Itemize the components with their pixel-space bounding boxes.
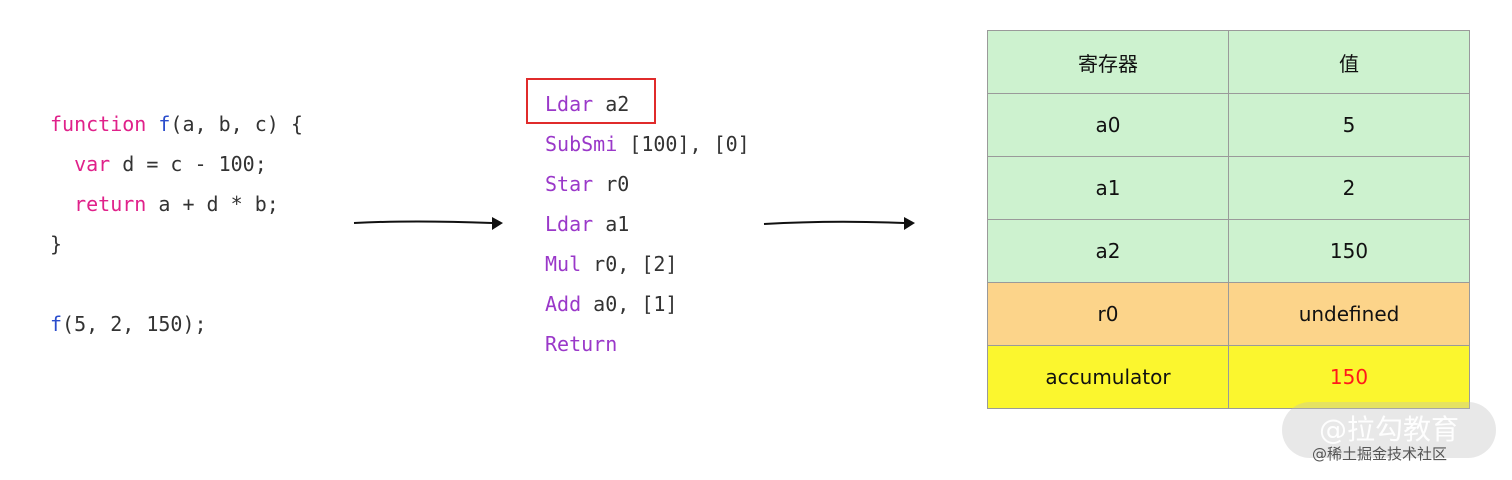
source-token: d = c - 100; (110, 152, 267, 176)
bytecode-token: Return (545, 332, 618, 356)
source-token (50, 152, 74, 176)
source-token: var (74, 152, 111, 176)
bytecode-token: Ldar (545, 92, 594, 116)
bytecode-token: Star (545, 172, 594, 196)
bytecode-token: a2 (593, 92, 630, 116)
bytecode-line: Mul r0, [2] (545, 251, 677, 277)
bytecode-line: Add a0, [1] (545, 291, 677, 317)
source-line: } (50, 231, 62, 257)
register-value-cell: 5 (1228, 93, 1470, 157)
bytecode-line: Ldar a1 (545, 211, 629, 237)
bytecode-token: Ldar (545, 212, 594, 236)
current-instruction-highlight (526, 78, 656, 124)
source-token: return (74, 192, 147, 216)
bytecode-token: Add (545, 292, 582, 316)
source-token: f (158, 112, 171, 136)
bytecode-line: Ldar a2 (545, 91, 629, 117)
bytecode-token: a1 (593, 212, 630, 236)
arrow-to-registers (763, 217, 915, 230)
arrow-to-bytecode (353, 217, 503, 230)
source-token (146, 112, 158, 136)
source-line: return a + d * b; (50, 191, 279, 217)
bytecode-token: SubSmi (545, 132, 618, 156)
bytecode-token: r0 (593, 172, 630, 196)
register-name-cell: accumulator (987, 345, 1229, 409)
bytecode-line: Star r0 (545, 171, 629, 197)
register-table-header: 寄存器 值 (987, 30, 1470, 94)
register-name-cell: a2 (987, 219, 1229, 283)
register-value-cell: undefined (1228, 282, 1470, 346)
bytecode-line: Return (545, 331, 617, 357)
source-line: var d = c - 100; (50, 151, 267, 177)
watermark-badge: @拉勾教育 (1282, 402, 1496, 458)
source-token (50, 192, 74, 216)
source-line: function f(a, b, c) { (50, 111, 303, 137)
source-token: (a, b, c) { (170, 112, 303, 136)
register-name-cell: a1 (987, 156, 1229, 220)
credit-text: @稀土掘金技术社区 (1312, 445, 1448, 463)
source-token: function (50, 112, 147, 136)
bytecode-token: Mul (545, 252, 582, 276)
bytecode-token: [100], [0] (617, 132, 750, 156)
register-name-cell: r0 (987, 282, 1229, 346)
register-value-cell: 2 (1228, 156, 1470, 220)
register-header-cell: 寄存器 (987, 30, 1229, 94)
bytecode-line: SubSmi [100], [0] (545, 131, 750, 157)
register-name-cell: a0 (987, 93, 1229, 157)
source-token: } (50, 232, 63, 256)
register-value-cell: 150 (1228, 345, 1470, 409)
source-line: f(5, 2, 150); (50, 311, 207, 337)
source-token: f (50, 312, 63, 336)
source-token: a + d * b; (146, 192, 279, 216)
source-token: (5, 2, 150); (62, 312, 207, 336)
bytecode-token: r0, [2] (581, 252, 678, 276)
value-header-cell: 值 (1228, 30, 1470, 94)
register-value-cell: 150 (1228, 219, 1470, 283)
bytecode-token: a0, [1] (581, 292, 678, 316)
